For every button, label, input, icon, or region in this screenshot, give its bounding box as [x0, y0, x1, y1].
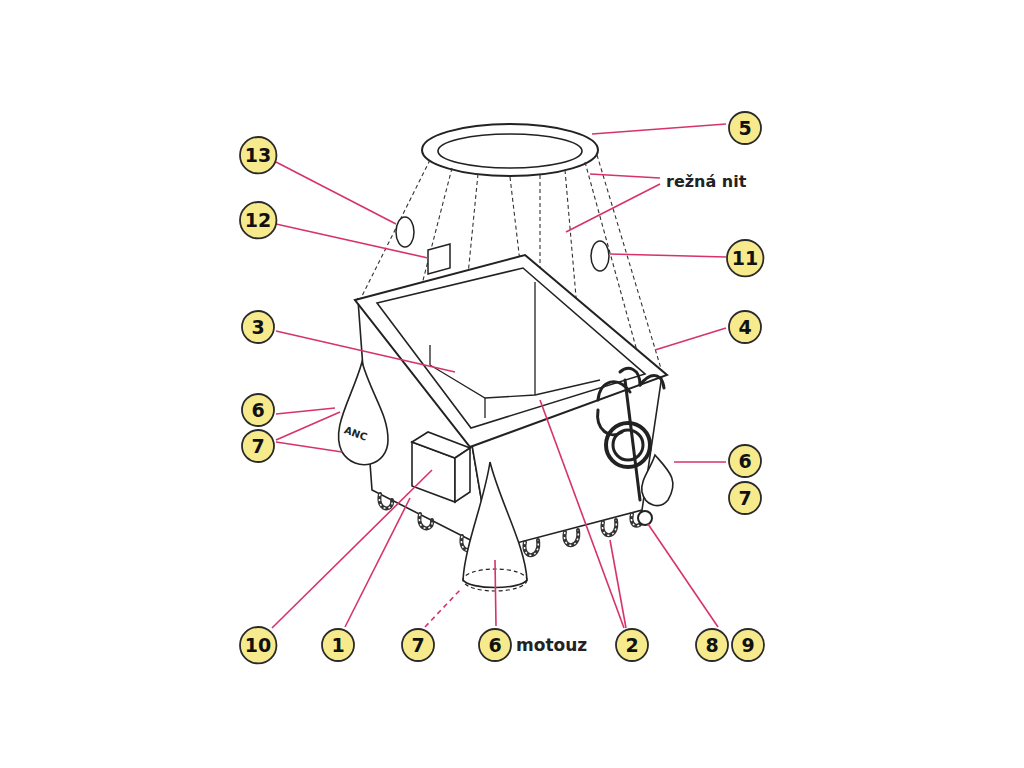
sandbag [642, 455, 673, 506]
part-label: režná nit [666, 172, 746, 191]
callout-number: 6 [728, 444, 762, 478]
disc [591, 241, 609, 271]
callout-number: 7 [728, 481, 762, 515]
circle-shape [729, 445, 761, 477]
anchor [598, 368, 664, 500]
callout-circle: 3 [241, 310, 275, 344]
load-ring [422, 124, 598, 176]
callout-circle: 11 [726, 239, 764, 277]
callout-number: 1 [321, 628, 355, 662]
box [455, 448, 470, 502]
callout-circle: 7 [401, 628, 435, 662]
rope-coil [606, 423, 650, 467]
circle-shape [729, 311, 761, 343]
circle-shape [240, 202, 276, 238]
callout-circle: 9 [731, 628, 765, 662]
callout-circle: 2 [615, 628, 649, 662]
callout-number: 5 [728, 111, 762, 145]
circle-shape [729, 482, 761, 514]
leader-lines [272, 124, 726, 628]
callout-circle: 1 [321, 628, 355, 662]
top-frame-inner [377, 268, 645, 428]
callout-circle: 7 [728, 481, 762, 515]
circle-shape [727, 240, 763, 276]
top-frame [355, 255, 667, 447]
load-ring-inner [438, 134, 582, 168]
callout-circle: 10 [239, 626, 277, 664]
circle-shape [240, 627, 276, 663]
callout-circle: 13 [239, 136, 277, 174]
ring [638, 511, 652, 525]
callout-number: 2 [615, 628, 649, 662]
callout-number: 10 [239, 626, 277, 664]
circle-shape [402, 629, 434, 661]
callout-circle: 6 [241, 393, 275, 427]
sandbag [339, 362, 388, 465]
callout-circle: 6 [728, 444, 762, 478]
callout-number: 7 [241, 429, 275, 463]
circle-shape [479, 629, 511, 661]
callout-number: 4 [728, 310, 762, 344]
callout-number: 9 [731, 628, 765, 662]
circle-shape [240, 137, 276, 173]
part-label: motouz [516, 635, 587, 655]
callout-circle: 6 [478, 628, 512, 662]
circle-shape [696, 629, 728, 661]
disc [396, 217, 414, 247]
callout-circle: 7 [241, 429, 275, 463]
circle-shape [732, 629, 764, 661]
circle-shape [322, 629, 354, 661]
callout-number: 12 [239, 201, 277, 239]
callout-number: 6 [241, 393, 275, 427]
circle-shape [616, 629, 648, 661]
circle-shape [242, 430, 274, 462]
circle-shape [242, 311, 274, 343]
plaque [428, 244, 450, 274]
callout-number: 8 [695, 628, 729, 662]
callout-number: 11 [726, 239, 764, 277]
callout-circle: 12 [239, 201, 277, 239]
callout-number: 13 [239, 136, 277, 174]
circle-shape [729, 112, 761, 144]
basket-interior [430, 282, 600, 418]
callout-number: 6 [478, 628, 512, 662]
callout-number: 7 [401, 628, 435, 662]
callout-circle: 4 [728, 310, 762, 344]
circle-shape [242, 394, 274, 426]
callout-number: 3 [241, 310, 275, 344]
callout-circle: 5 [728, 111, 762, 145]
callout-circle: 8 [695, 628, 729, 662]
